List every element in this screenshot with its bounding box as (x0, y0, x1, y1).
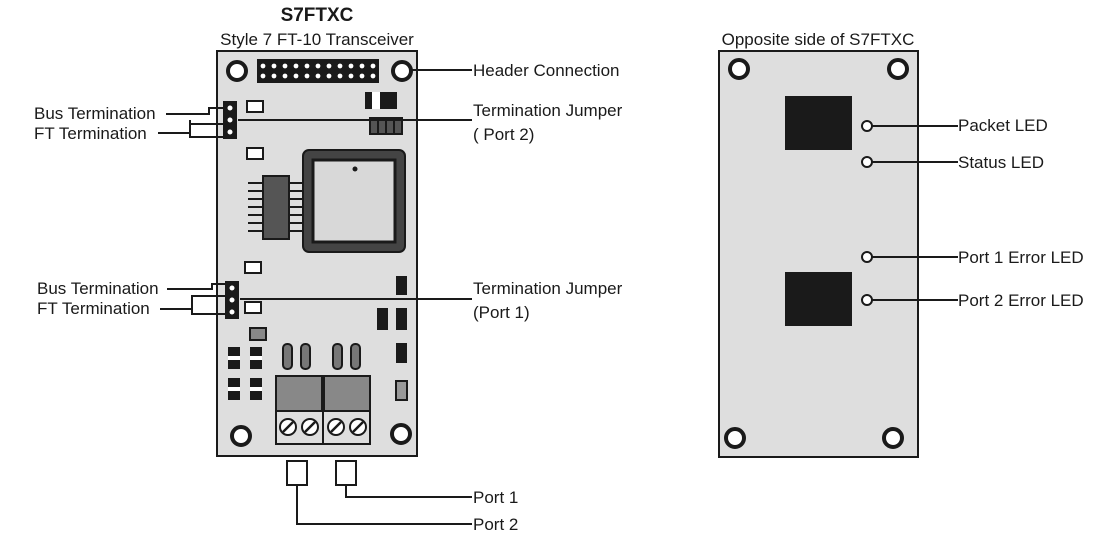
status-led (861, 156, 873, 168)
packet-led (861, 120, 873, 132)
header-pin (337, 63, 343, 69)
mount-hole-top-left (226, 60, 248, 82)
header-pin (315, 63, 321, 69)
smd-pad (246, 147, 264, 160)
header-pin (359, 63, 365, 69)
label-packet-led: Packet LED (958, 116, 1048, 135)
back-title: Opposite side of S7FTXC (722, 30, 915, 49)
label-bus-termination-top: Bus Termination (34, 104, 156, 123)
port2-error-led (861, 294, 873, 306)
back-mount-hole-bottom-right (882, 427, 904, 449)
smd-pad (244, 301, 262, 314)
header-pin (304, 63, 310, 69)
port1-outline (335, 460, 357, 486)
terminal-block (275, 375, 371, 445)
back-mount-hole-top-right (887, 58, 909, 80)
label-termination-jumper-port2-line2: ( Port 2) (473, 125, 534, 144)
label-termination-jumper-port1-line1: Termination Jumper (473, 279, 623, 298)
capacitor-pins (282, 343, 361, 370)
port1-error-led (861, 251, 873, 263)
diode-band (372, 92, 380, 109)
label-port1: Port 1 (473, 488, 518, 507)
jumper-block-port1 (225, 281, 239, 319)
smd-components (228, 276, 408, 401)
header-pin (271, 73, 277, 79)
screw-slot (304, 421, 316, 433)
mount-hole-top-right (391, 60, 413, 82)
header-pin (271, 63, 277, 69)
header-pin (359, 73, 365, 79)
header-pin (348, 73, 354, 79)
header-pin (326, 63, 332, 69)
header-pin (282, 63, 288, 69)
label-port2-error-led: Port 2 Error LED (958, 291, 1084, 310)
header-pin (348, 63, 354, 69)
header-pin (293, 63, 299, 69)
back-mount-hole-bottom-left (724, 427, 746, 449)
header-pin (337, 73, 343, 79)
front-subtitle: Style 7 FT-10 Transceiver (220, 30, 414, 49)
mount-hole-bottom-left (230, 425, 252, 447)
label-termination-jumper-port1-line2: (Port 1) (473, 303, 530, 322)
soic-chip (248, 175, 303, 240)
diode-component (365, 92, 397, 109)
header-pin (326, 73, 332, 79)
header-pin (260, 73, 266, 79)
smd-pad (244, 261, 262, 274)
header-pin (260, 63, 266, 69)
label-ft-termination-top: FT Termination (34, 124, 147, 143)
label-ft-termination-bottom: FT Termination (37, 299, 150, 318)
back-chip-top (785, 96, 852, 150)
front-title: S7FTXC (281, 5, 354, 26)
label-termination-jumper-port2-line1: Termination Jumper (473, 101, 623, 120)
label-status-led: Status LED (958, 153, 1044, 172)
header-pin (370, 63, 376, 69)
plcc-chip (302, 149, 406, 253)
header-pin (315, 73, 321, 79)
jumper-block-port2 (223, 101, 237, 139)
header-pin (282, 73, 288, 79)
smd-pad (246, 100, 264, 113)
screw-slot (282, 421, 294, 433)
header-pin (293, 73, 299, 79)
port2-outline (286, 460, 308, 486)
header-pin (304, 73, 310, 79)
mount-hole-bottom-right (390, 423, 412, 445)
header-connector (257, 59, 379, 83)
screw-slot (352, 421, 364, 433)
smd-pad-gray (249, 327, 267, 341)
label-header-connection: Header Connection (473, 61, 619, 80)
header-pin (370, 73, 376, 79)
label-port2: Port 2 (473, 515, 518, 534)
label-port1-error-led: Port 1 Error LED (958, 248, 1084, 267)
header-pins (260, 63, 376, 79)
screw-slot (330, 421, 342, 433)
label-bus-termination-bottom: Bus Termination (37, 279, 159, 298)
back-chip-bottom (785, 272, 852, 326)
back-mount-hole-top-left (728, 58, 750, 80)
